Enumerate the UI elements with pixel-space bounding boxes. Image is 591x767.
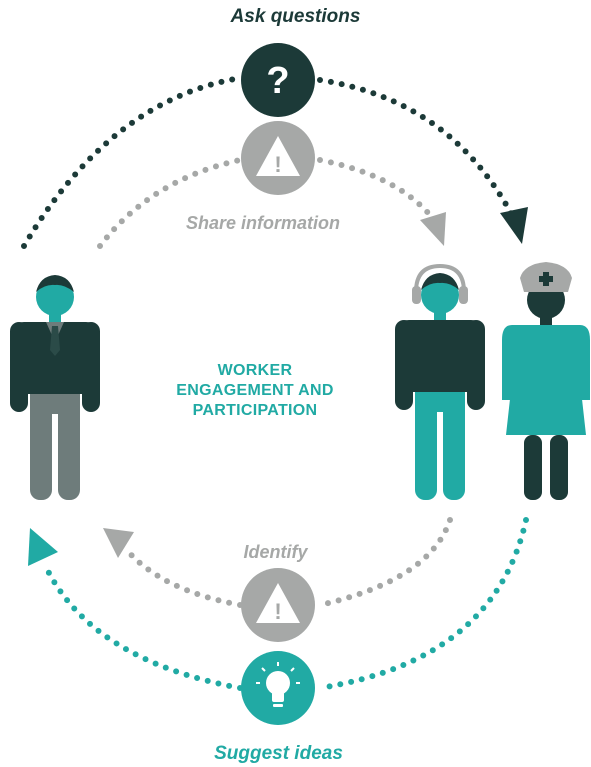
identify-label: Identify [243, 542, 308, 562]
center-title: WORKER ENGAGEMENT AND PARTICIPATION [130, 361, 380, 421]
worker-figure [395, 263, 485, 500]
share-information-arrow-path [97, 157, 243, 249]
identify-arrow-path-left [122, 545, 243, 608]
question-glyph: ? [266, 60, 289, 102]
ask-questions-label: Ask questions [230, 6, 361, 27]
share-information-arrowhead [420, 212, 446, 246]
identify-arrowhead [103, 528, 134, 558]
warning-glyph-upper: ! [274, 152, 281, 177]
ask-questions-arrowhead [500, 207, 528, 244]
lightbulb-icon [241, 651, 315, 725]
suggest-ideas-arrowhead [28, 528, 58, 566]
nurse-figure [502, 262, 590, 500]
warning-triangle-icon: ! [241, 568, 315, 642]
warning-glyph-lower: ! [274, 599, 281, 624]
ask-questions-arrow-path-right [317, 77, 515, 218]
manager-figure [10, 275, 100, 500]
share-information-arrow-path-right [317, 157, 433, 218]
identify-arrow-path [317, 517, 453, 608]
center-title-line-3: PARTICIPATION [192, 402, 318, 419]
suggest-ideas-arrow-path-left [42, 562, 243, 691]
suggest-ideas-label: Suggest ideas [214, 743, 343, 764]
warning-triangle-icon: ! [241, 121, 315, 195]
center-title-line-1: WORKER [217, 362, 293, 379]
ask-questions-arrow-path [21, 75, 243, 249]
share-information-label: Share information [186, 213, 341, 233]
center-title-line-2: ENGAGEMENT AND [176, 382, 334, 399]
question-mark-icon: ? [241, 43, 315, 117]
suggest-ideas-arrow-path [317, 517, 529, 691]
